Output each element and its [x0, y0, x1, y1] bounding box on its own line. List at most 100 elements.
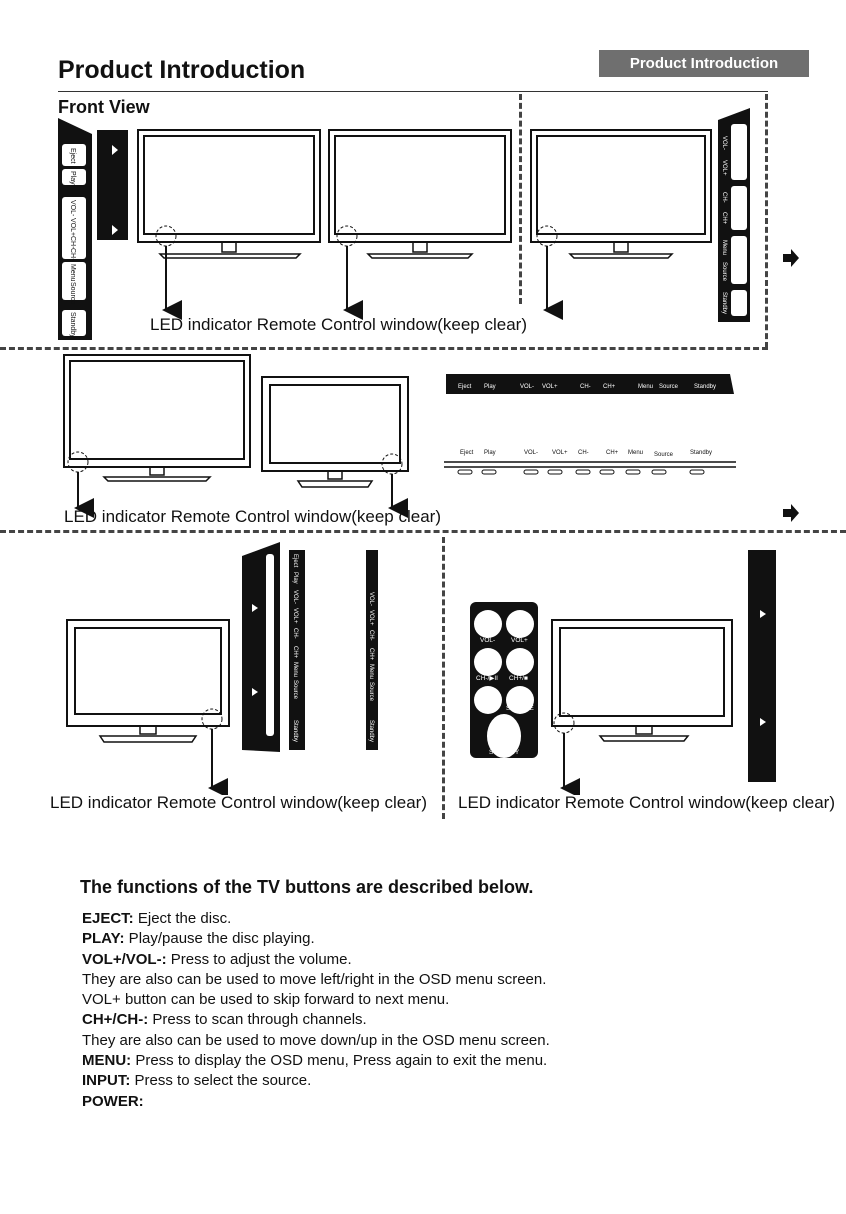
label-ch-plus: CH+	[69, 248, 76, 262]
function-item: POWER:	[82, 1092, 144, 1110]
label-source-2: Source	[721, 262, 727, 282]
pad-label-standby: STANDBY	[489, 749, 520, 756]
control-pad: VOL- VOL+ CH-/▶II CH+/■ MENU SOURCE STAN…	[470, 602, 538, 758]
side-profile-3	[748, 550, 776, 782]
strip3-label-menu: Menu	[292, 662, 298, 677]
label-vol-plus-2: VOL+	[721, 160, 727, 176]
strip3-label-source: Source	[292, 680, 298, 700]
pad-label-vol-plus: VOL+	[511, 637, 528, 644]
function-item: VOL+ button can be used to skip forward …	[82, 991, 450, 1009]
label-vol-minus: VOL-	[69, 200, 76, 217]
strip3-label-vol-plus: VOL+	[292, 608, 298, 624]
label-source: Source	[69, 282, 76, 304]
strip4-label-menu: Menu	[368, 664, 374, 679]
bar-label-eject: Eject	[458, 384, 472, 390]
function-item: PLAY: Play/pause the disc playing.	[82, 930, 315, 948]
bar-label-vol-plus: VOL+	[542, 384, 558, 390]
function-item: They are also can be used to move left/r…	[82, 970, 547, 988]
bar2-label-play: Play	[484, 450, 496, 456]
bar-label-menu: Menu	[638, 384, 653, 390]
strip4-label-ch-plus: CH+	[368, 648, 374, 661]
tv-illustration-6	[66, 619, 230, 795]
pad-label-ch-next: CH+/■	[509, 675, 528, 682]
row1-diagrams: Eject Play VOL- VOL+ CH- CH+ Menu Source…	[58, 108, 799, 340]
side-button-panel-2: VOL- VOL+ CH- CH+ Menu Source Standby	[718, 108, 750, 322]
pad-label-ch-prev: CH-/▶II	[476, 675, 498, 682]
side-button-panel-1: Eject Play VOL- VOL+ CH- CH+ Menu Source…	[58, 118, 92, 340]
pad-label-vol-minus: VOL-	[480, 637, 495, 644]
side-button-panel-4: VOL- VOL+ CH- CH+ Menu Source Standby	[366, 550, 378, 750]
side-profile-1	[97, 130, 128, 240]
strip4-label-vol-minus: VOL-	[368, 592, 374, 606]
label-standby-2: Standby	[721, 292, 727, 314]
strip3-label-eject: Eject	[292, 554, 298, 568]
led-caption-1: LED indicator Remote Control window(keep…	[150, 315, 527, 334]
strip4-label-standby: Standby	[368, 720, 374, 742]
next-arrow-icon	[783, 249, 799, 267]
bar-label-play: Play	[484, 384, 496, 390]
bar-label-standby: Standby	[694, 384, 716, 390]
function-item: MENU: Press to display the OSD menu, Pre…	[82, 1052, 548, 1070]
divider-h1	[0, 347, 768, 350]
next-arrow-icon-2	[783, 504, 799, 522]
tv-illustration-4	[63, 354, 251, 518]
functions-heading: The functions of the TV buttons are desc…	[80, 877, 534, 897]
led-caption-2: LED indicator Remote Control window(keep…	[64, 507, 441, 526]
function-item: VOL+/VOL-: Press to adjust the volume.	[82, 950, 352, 968]
bar2-label-vol-minus: VOL-	[524, 450, 538, 456]
tv-illustration-7	[551, 619, 733, 795]
label-standby: Standby	[69, 312, 76, 338]
function-item: They are also can be used to move down/u…	[82, 1031, 550, 1049]
led-caption-3: LED indicator Remote Control window(keep…	[50, 793, 427, 812]
label-vol-plus: VOL+	[69, 218, 76, 236]
side-button-panel-3: Eject Play VOL- VOL+ CH- CH+ Menu Source…	[289, 550, 305, 750]
bar2-label-menu: Menu	[628, 450, 643, 456]
functions-list: EJECT: Eject the disc. PLAY: Play/pause …	[82, 909, 550, 1112]
front-view-heading: Front View	[58, 97, 150, 117]
label-vol-minus-2: VOL-	[721, 136, 727, 150]
label-menu-2: Menu	[721, 240, 727, 255]
label-ch-minus: CH-	[69, 236, 76, 249]
function-item: EJECT: Eject the disc.	[82, 910, 232, 927]
page-title: Product Introduction	[58, 56, 306, 84]
divider-v3	[442, 537, 445, 819]
strip4-label-source: Source	[368, 682, 374, 702]
top-button-bar: Eject Play VOL- VOL+ CH- CH+ Menu Source…	[446, 374, 734, 394]
led-caption-4: LED indicator Remote Control window(keep…	[458, 793, 835, 812]
bar-label-source: Source	[659, 384, 679, 390]
bar2-label-eject: Eject	[460, 450, 474, 456]
pad-label-source: SOURCE	[506, 705, 534, 712]
strip3-label-standby: Standby	[292, 720, 298, 742]
bar-label-ch-plus: CH+	[603, 384, 616, 390]
bar-label-vol-minus: VOL-	[520, 384, 534, 390]
divider-h2	[0, 530, 846, 533]
row2-diagrams: Eject Play VOL- VOL+ CH- CH+ Menu Source…	[63, 354, 799, 522]
strip3-label-ch-plus: CH+	[292, 646, 298, 659]
function-item: INPUT: Press to select the source.	[82, 1072, 312, 1090]
function-item: CH+/CH-: Press to scan through channels.	[82, 1011, 367, 1029]
divider-v2	[765, 94, 768, 348]
tv-illustration-2	[328, 129, 512, 320]
bar2-label-source: Source	[654, 452, 674, 458]
label-play: Play	[69, 171, 76, 185]
section-badge: Product Introduction	[599, 50, 809, 77]
pad-label-menu: MENU	[478, 705, 497, 712]
tv-illustration-1	[137, 129, 321, 320]
divider-v1	[519, 94, 522, 304]
bar2-label-ch-minus: CH-	[578, 450, 589, 456]
side-profile-2	[242, 542, 280, 752]
bar2-label-standby: Standby	[690, 450, 712, 456]
bar2-label-vol-plus: VOL+	[552, 450, 568, 456]
strip3-label-ch-minus: CH-	[292, 628, 298, 639]
strip4-label-ch-minus: CH-	[368, 630, 374, 641]
label-ch-minus-2: CH-	[721, 192, 727, 203]
label-eject: Eject	[69, 148, 76, 164]
strip3-label-play: Play	[292, 572, 298, 584]
label-menu: Menu	[69, 264, 76, 282]
label-ch-plus-2: CH+	[721, 212, 727, 225]
bottom-button-bar: Eject Play VOL- VOL+ CH- CH+ Menu Source…	[444, 450, 736, 475]
title-rule	[58, 91, 768, 92]
strip3-label-vol-minus: VOL-	[292, 590, 298, 604]
tv-illustration-5	[261, 376, 409, 518]
tv-illustration-3	[530, 129, 712, 320]
